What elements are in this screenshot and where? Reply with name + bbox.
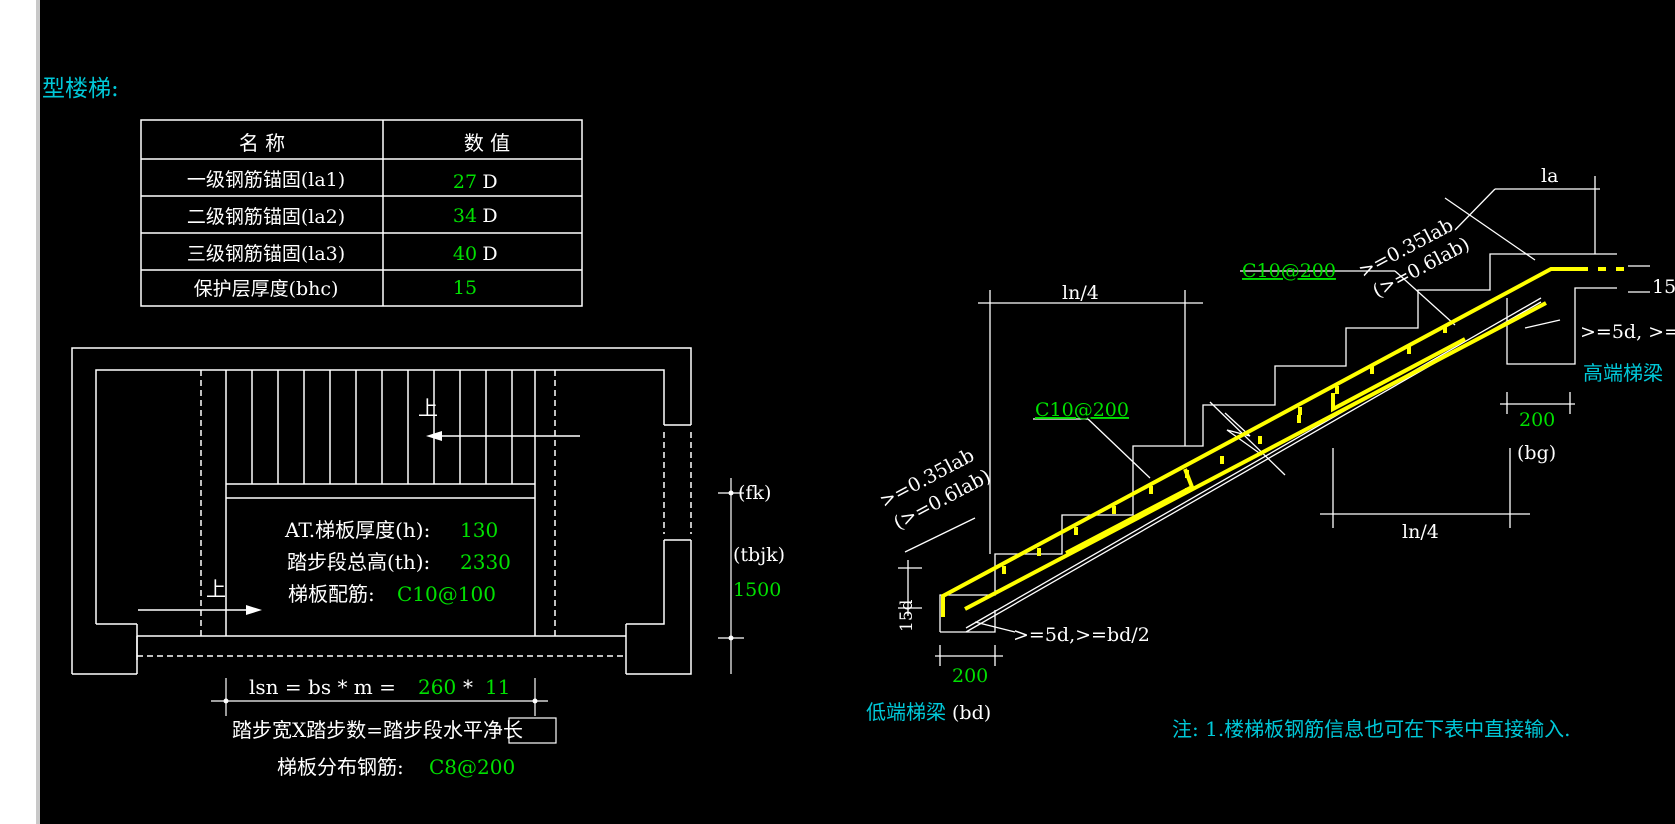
dim-dot bbox=[532, 698, 538, 704]
rebar-dashes bbox=[1002, 267, 1625, 580]
bd-value[interactable]: 200 bbox=[952, 665, 988, 687]
section-title: 型楼梯: bbox=[42, 76, 119, 102]
table-row-name: 保护层厚度(bhc) bbox=[194, 278, 339, 300]
width-dimension bbox=[718, 478, 744, 674]
formula-desc: 踏步宽X踏步数=踏步段水平净长 bbox=[232, 718, 523, 742]
left-panel-border bbox=[36, 0, 40, 824]
thickness-value[interactable]: 130 bbox=[460, 518, 498, 542]
table-row-value[interactable]: 34 bbox=[453, 205, 477, 227]
thickness-label: AT.梯板厚度(h): bbox=[284, 518, 430, 542]
high-beam-label: 高端梯梁 bbox=[1583, 361, 1663, 385]
fk-label: (fk) bbox=[738, 482, 771, 504]
length-dimension bbox=[211, 678, 548, 716]
up-label-bottom: 上 bbox=[206, 577, 226, 601]
table-row-value[interactable]: 27 bbox=[453, 171, 477, 193]
table-row-name: 一级钢筋锚固(la1) bbox=[187, 169, 345, 191]
total-height-label: 踏步段总高(th): bbox=[287, 550, 430, 574]
arrow-right-icon bbox=[246, 605, 262, 615]
note-text: 注: 1.楼梯板钢筋信息也可在下表中直接输入. bbox=[1172, 717, 1571, 741]
text-cursor-box bbox=[508, 717, 557, 744]
table-row-unit: D bbox=[482, 243, 497, 265]
ln4-bottom-label: ln/4 bbox=[1402, 521, 1439, 543]
dist-rebar-value[interactable]: C8@200 bbox=[429, 755, 515, 779]
rebar-anchor-table bbox=[140, 119, 583, 307]
low-beam-label: 低端梯梁 bbox=[866, 700, 946, 724]
dim-dot bbox=[728, 490, 734, 496]
tbjk-value[interactable]: 1500 bbox=[733, 579, 781, 601]
dim-15-right: 15 bbox=[1652, 276, 1675, 298]
bd-label: (bd) bbox=[952, 702, 991, 724]
bs-value[interactable]: 260 bbox=[418, 675, 456, 699]
left-panel-edge bbox=[0, 0, 36, 824]
rebar-mid-label[interactable]: C10@200 bbox=[1035, 399, 1129, 421]
dim-dot bbox=[728, 635, 734, 641]
tail-left-label: >=5d,>=bd/2 bbox=[1013, 624, 1150, 646]
ln4-top-label: ln/4 bbox=[1062, 282, 1099, 304]
table-row-unit: D bbox=[482, 205, 497, 227]
tbjk-label: (tbjk) bbox=[733, 544, 785, 566]
table-row-value[interactable]: 40 bbox=[453, 243, 477, 265]
table-row-unit: D bbox=[482, 171, 497, 193]
table-row-value[interactable]: 15 bbox=[453, 277, 477, 299]
table-header-name: 名 称 bbox=[239, 131, 285, 155]
times-sign: * bbox=[463, 675, 473, 699]
dist-rebar-label: 梯板分布钢筋: bbox=[277, 755, 404, 779]
bg-value[interactable]: 200 bbox=[1519, 409, 1555, 431]
stair-plan-view bbox=[71, 347, 692, 675]
up-label-top: 上 bbox=[418, 396, 438, 420]
table-row-name: 二级钢筋锚固(la2) bbox=[187, 206, 345, 228]
table-header-value: 数 值 bbox=[464, 131, 510, 155]
rebar-top-label[interactable]: C10@200 bbox=[1242, 260, 1336, 282]
rebar-value[interactable]: C10@100 bbox=[397, 582, 496, 606]
bg-label: (bg) bbox=[1517, 442, 1556, 464]
total-height-value[interactable]: 2330 bbox=[460, 550, 511, 574]
tail-right-label: >=5d, >=b bbox=[1580, 321, 1675, 343]
dim-dot bbox=[223, 698, 229, 704]
arrow-left-icon bbox=[426, 431, 442, 441]
la-label: la bbox=[1541, 165, 1558, 187]
dim-15d: 15d bbox=[897, 599, 917, 632]
lsn-formula: lsn = bs * m = bbox=[249, 675, 396, 699]
rebar-label: 梯板配筋: bbox=[288, 582, 375, 606]
m-value[interactable]: 11 bbox=[485, 675, 510, 699]
table-row-name: 三级钢筋锚固(la3) bbox=[187, 243, 345, 265]
